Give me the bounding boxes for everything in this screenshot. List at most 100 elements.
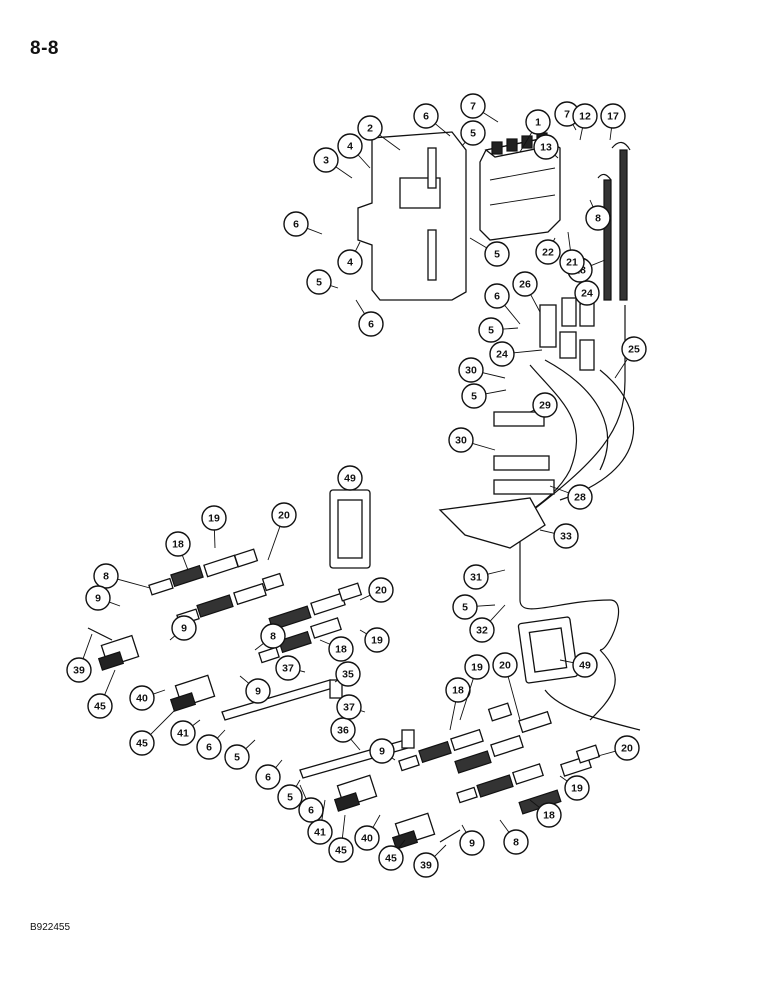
callout-circle (572, 103, 598, 129)
callout-number: 33 (560, 531, 572, 543)
callout-39: 39 (66, 633, 93, 683)
callout-18: 18 (319, 636, 354, 662)
leader-line (299, 670, 306, 673)
callout-number: 37 (343, 702, 355, 714)
callout-circle (335, 661, 361, 687)
leader-line (507, 676, 521, 721)
callout-5: 5 (306, 269, 339, 295)
callout-49: 49 (559, 652, 598, 678)
callout-20: 20 (492, 652, 521, 721)
leader-line (579, 127, 583, 141)
leader-line (295, 779, 301, 787)
callout-number: 8 (270, 631, 276, 643)
leader-line (487, 569, 506, 575)
callout-circle (201, 505, 227, 531)
callout-19: 19 (459, 654, 490, 721)
callout-circle (525, 109, 551, 135)
callout-circle (307, 819, 333, 845)
callout-1: 1 (519, 109, 551, 153)
callout-number: 9 (95, 593, 101, 605)
callout-circle (93, 563, 119, 589)
callout-number: 18 (172, 539, 184, 551)
leader-line (469, 237, 487, 249)
callout-29: 29 (529, 392, 558, 418)
callout-circle (271, 502, 297, 528)
callout-circle (460, 120, 486, 146)
couplers-left (97, 634, 216, 712)
callout-number: 8 (513, 837, 519, 849)
callout-13: 13 (533, 134, 559, 160)
callout-number: 5 (470, 128, 476, 140)
callout-number: 45 (136, 738, 148, 750)
leader-line (213, 529, 216, 549)
callout-20: 20 (359, 577, 394, 603)
leader-line (117, 578, 151, 589)
callout-5: 5 (469, 237, 510, 267)
callout-number: 6 (494, 291, 500, 303)
callout-circle (224, 744, 250, 770)
callout-number: 25 (628, 344, 640, 356)
callout-37: 37 (275, 655, 306, 681)
callout-number: 6 (368, 319, 374, 331)
callout-circle (369, 738, 395, 764)
callout-number: 2 (367, 123, 373, 135)
bolt-right (439, 829, 461, 843)
callout-number: 17 (607, 111, 619, 123)
callout-number: 8 (595, 213, 601, 225)
callout-25: 25 (614, 336, 647, 379)
leader-line (502, 327, 519, 330)
leader-line (153, 689, 166, 695)
leader-line (109, 601, 121, 607)
callout-8: 8 (585, 199, 611, 231)
callout-circle (313, 147, 339, 173)
callout-49: 49 (337, 465, 363, 491)
callout-40: 40 (354, 814, 381, 851)
leader-line (104, 669, 116, 696)
callout-36: 36 (330, 717, 361, 751)
callout-6: 6 (255, 759, 283, 790)
upper-hose-pair (597, 141, 631, 301)
callout-8: 8 (499, 819, 529, 855)
callout-circle (357, 115, 383, 141)
callout-number: 5 (234, 752, 240, 764)
callout-circle (478, 317, 504, 343)
callout-19: 19 (559, 775, 590, 801)
callout-6: 6 (413, 103, 451, 137)
callout-12: 12 (572, 103, 598, 141)
couplers-right (333, 774, 436, 850)
hose-bracket (438, 497, 546, 549)
callout-number: 19 (208, 513, 220, 525)
callout-7: 7 (460, 93, 499, 123)
leader-line (321, 799, 326, 821)
callout-number: 26 (519, 279, 531, 291)
callout-number: 9 (255, 686, 261, 698)
callout-2: 2 (357, 115, 401, 151)
leader-line (482, 112, 499, 123)
callout-30: 30 (458, 357, 506, 383)
leader-line (530, 294, 541, 313)
callout-circle (378, 845, 404, 871)
callout-number: 20 (278, 510, 290, 522)
page-number: 8-8 (30, 38, 59, 59)
leader-line (567, 231, 571, 251)
callout-number: 40 (136, 693, 148, 705)
leader-line (549, 485, 569, 494)
callout-number: 24 (581, 288, 593, 300)
callout-circle (585, 205, 611, 231)
leader-line (299, 784, 307, 800)
callout-5: 5 (224, 739, 256, 770)
callout-circle (600, 103, 626, 129)
leader-line (254, 643, 264, 651)
callout-number: 18 (543, 810, 555, 822)
callout-number: 8 (103, 571, 109, 583)
callout-circle (460, 93, 486, 119)
callout-6: 6 (298, 784, 324, 823)
callout-17: 17 (600, 103, 626, 141)
callout-number: 13 (540, 142, 552, 154)
callout-circle (306, 269, 332, 295)
leader-line (529, 799, 540, 808)
callout-number: 6 (308, 805, 314, 817)
callout-24: 24 (489, 341, 543, 367)
callout-number: 39 (73, 665, 85, 677)
